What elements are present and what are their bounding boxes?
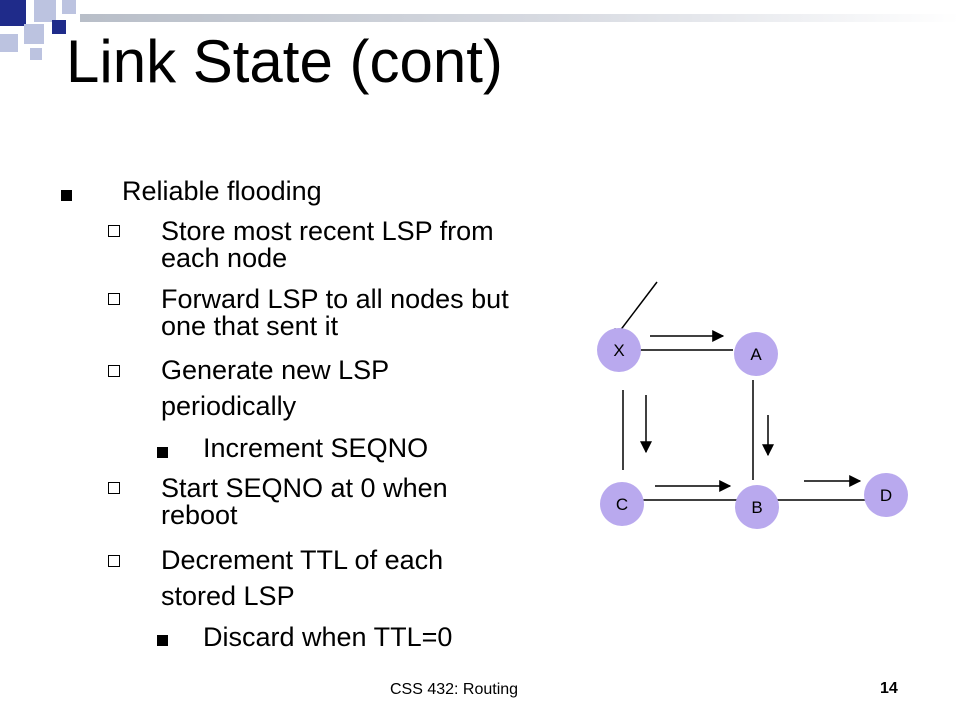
bullet-text: Generate new LSP [161, 355, 390, 385]
bullet-text: Reliable flooding [122, 176, 322, 206]
node-label: D [880, 486, 892, 505]
bullet-text: reboot [161, 500, 238, 530]
decor-square [24, 24, 44, 44]
decor-square [0, 0, 26, 26]
bullet-item: Store most recent LSP from each node [161, 218, 494, 272]
bullet-text: Store most recent LSP from [161, 216, 494, 246]
decorative-corner-squares [0, 0, 80, 70]
node-d: D [864, 473, 908, 517]
node-label: X [613, 341, 624, 360]
network-diagram: X A C B D [597, 281, 908, 529]
node-c: C [600, 482, 644, 526]
bullet-item: Generate new LSP periodically [161, 357, 389, 420]
slide-title: Link State (cont) [66, 28, 503, 95]
node-b: B [735, 485, 779, 529]
footer-course-label: CSS 432: Routing [390, 681, 519, 698]
title-accent-bar [80, 14, 960, 22]
bullet-text: Increment SEQNO [203, 433, 429, 463]
node-label: A [750, 345, 762, 364]
node-label: B [751, 498, 762, 517]
decor-square [52, 20, 66, 34]
decor-square [34, 0, 56, 22]
bullet-text: Discard when TTL=0 [203, 622, 453, 652]
bullet-list: Reliable flooding Store most recent LSP … [61, 178, 509, 651]
bullet-text: one that sent it [161, 311, 339, 341]
page-number: 14 [880, 680, 898, 697]
bullet-item: Reliable flooding [122, 178, 322, 205]
footer-divider [0, 676, 960, 678]
decor-square [30, 48, 42, 60]
bullet-item: Forward LSP to all nodes but one that se… [161, 286, 509, 340]
bullet-marker [108, 293, 120, 305]
bullet-marker [108, 365, 120, 377]
decor-square [62, 0, 76, 14]
bullet-text: stored LSP [161, 581, 295, 611]
slide-footer: CSS 432: Routing 14 [0, 676, 960, 706]
bullet-text: each node [161, 243, 288, 273]
bullet-marker [108, 482, 120, 494]
bullet-item: Discard when TTL=0 [203, 624, 452, 651]
node-label: C [616, 495, 628, 514]
bullet-text: Decrement TTL of each [161, 545, 444, 575]
bullet-text: periodically [161, 391, 297, 421]
node-x: X [597, 328, 641, 372]
bullet-marker [157, 447, 168, 458]
bullet-item: Decrement TTL of each stored LSP [161, 547, 443, 610]
bullet-text: Forward LSP to all nodes but [161, 284, 509, 314]
node-a: A [734, 332, 778, 376]
bullet-marker [61, 190, 72, 201]
bullet-text: Start SEQNO at 0 when [161, 473, 448, 503]
bullet-marker [108, 555, 120, 567]
bullet-item: Start SEQNO at 0 when reboot [161, 475, 448, 529]
bullet-item: Increment SEQNO [203, 435, 428, 462]
bullet-marker [157, 635, 168, 646]
bullet-marker [108, 225, 120, 237]
decor-square [0, 34, 18, 52]
